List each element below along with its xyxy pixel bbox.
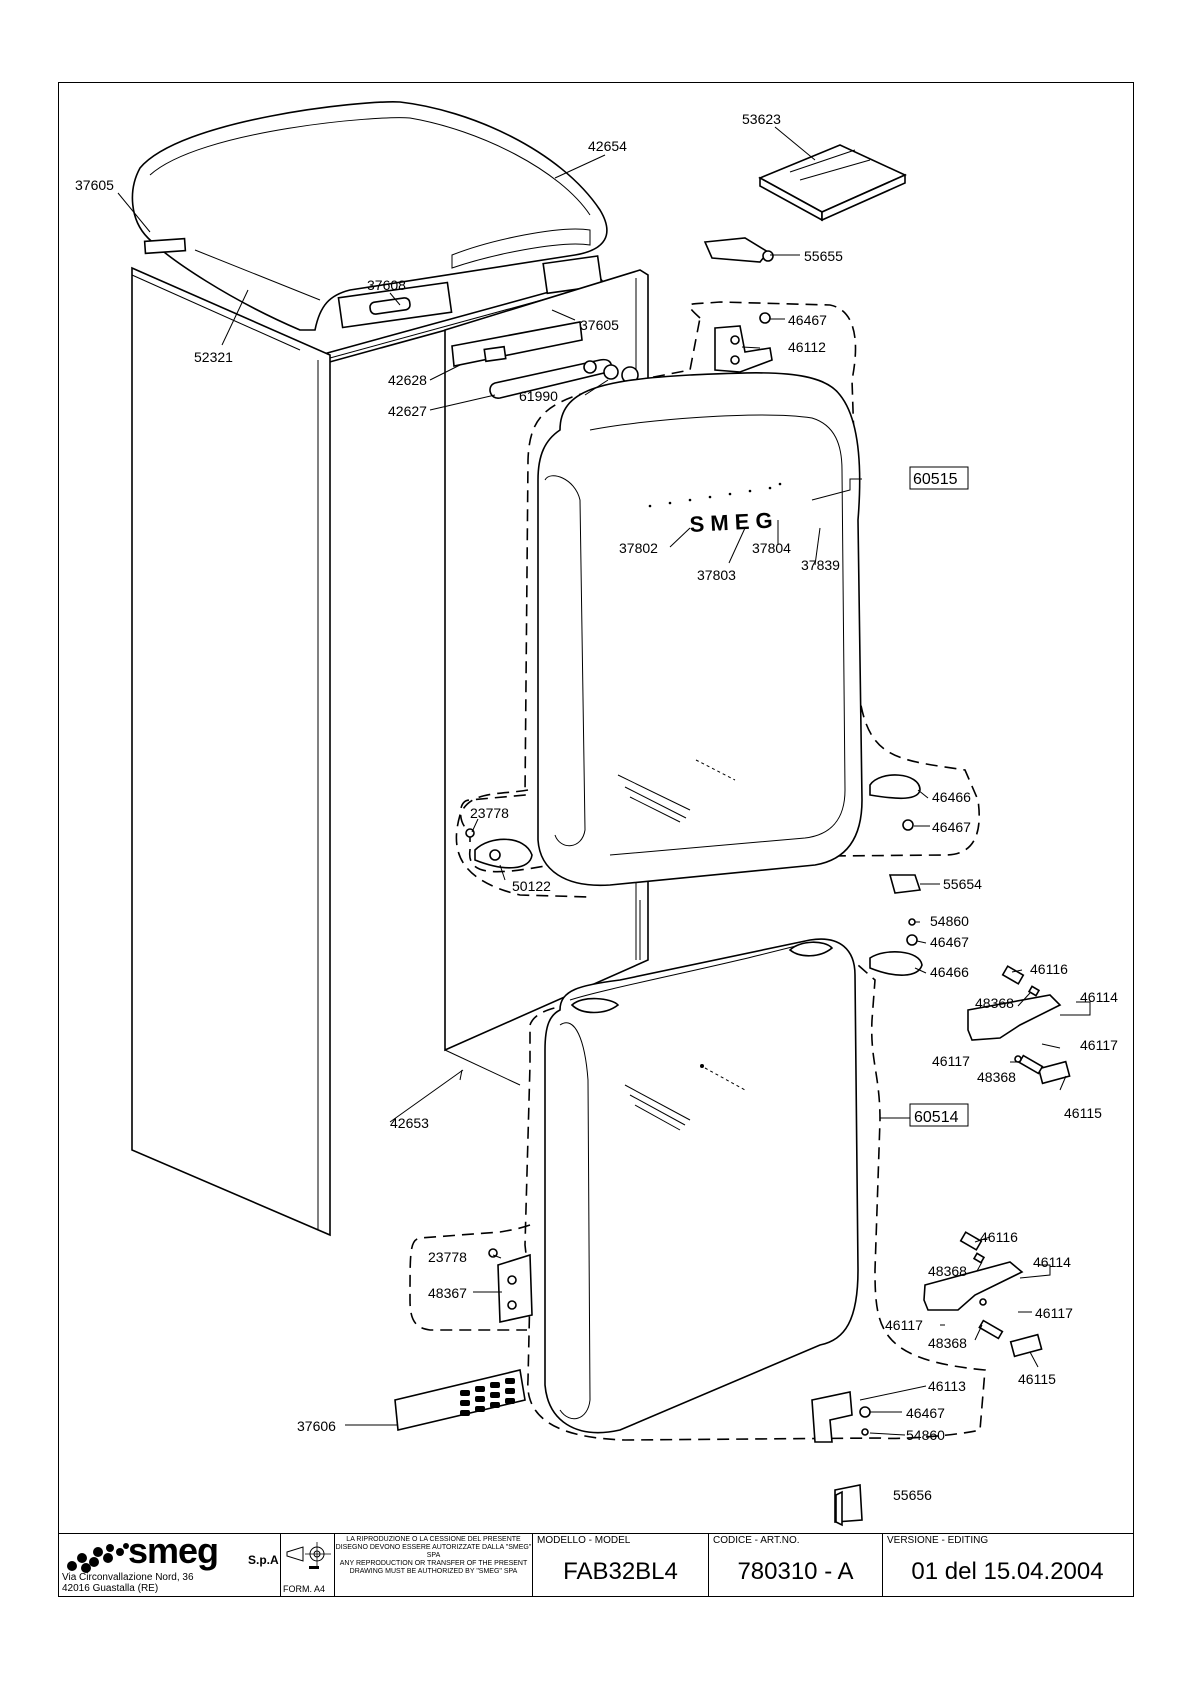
label-37804: 37804 [752, 540, 791, 556]
kit-box-60515 [909, 466, 969, 490]
drawing-frame [58, 82, 1134, 1597]
label-37839: 37839 [801, 557, 840, 573]
label-46467-d: 46467 [906, 1405, 945, 1421]
top-cover [131, 101, 608, 331]
label-kit-60515: 60515 [913, 471, 958, 488]
label-53623: 53623 [742, 111, 781, 127]
label-46117-d: 46117 [885, 1317, 923, 1333]
label-46116-a: 46116 [1030, 961, 1068, 977]
address-line-2: 42016 Guastalla (RE) [62, 1583, 159, 1594]
label-48368-c: 48368 [928, 1263, 967, 1279]
upper-hinge-top [714, 312, 773, 373]
svg-text:S M E G: S M E G [689, 508, 773, 537]
label-55655: 55655 [804, 248, 843, 264]
company-cell: smeg S.p.A Via Circonvallazione Nord, 36… [58, 1530, 280, 1596]
manual-booklet [758, 144, 907, 222]
label-48368-d: 48368 [928, 1335, 967, 1351]
smeg-logo-dots [67, 1543, 129, 1573]
code-value: 780310 - A [737, 1558, 854, 1585]
label-37605-rail: 37605 [580, 317, 619, 333]
company-logo-text: smeg [128, 1530, 219, 1571]
part-labels: 53623 42654 37605 55655 37608 46467 4611… [75, 111, 1118, 1503]
title-block: smeg S.p.A Via Circonvallazione Nord, 36… [58, 1530, 1134, 1597]
model-value: FAB32BL4 [563, 1558, 678, 1585]
side-panel [131, 266, 331, 1237]
label-37802: 37802 [619, 540, 658, 556]
control-panel [451, 321, 639, 399]
label-54860-a: 54860 [930, 913, 969, 929]
lower-left-hinge [409, 1224, 533, 1331]
projection-symbol-icon [286, 1542, 331, 1569]
notice-cell: LA RIPRODUZIONE O LA CESSIONE DEL PRESEN… [334, 1534, 532, 1596]
handle-upper-set [967, 965, 1071, 1085]
label-42627: 42627 [388, 403, 427, 419]
handle-lower-set [923, 1231, 1043, 1358]
label-46117-a: 46117 [1080, 1037, 1118, 1053]
label-46112: 46112 [788, 339, 826, 355]
notice-english: ANY REPRODUCTION OR TRANSFER OF THE PRES… [339, 1560, 528, 1575]
address-line-1: Via Circonvallazione Nord, 36 [62, 1572, 194, 1583]
label-46114-a: 46114 [1080, 989, 1118, 1005]
label-55654: 55654 [943, 876, 982, 892]
label-46467-c: 46467 [930, 934, 969, 950]
label-37606: 37606 [297, 1418, 336, 1434]
label-46116-b: 46116 [980, 1229, 1018, 1245]
label-54860-b: 54860 [906, 1427, 945, 1443]
label-46114-b: 46114 [1033, 1254, 1071, 1270]
upper-hinge-bottom [465, 774, 921, 869]
upper-left-hinge-kit [455, 789, 591, 898]
top-rails [143, 237, 608, 364]
lower-door [524, 938, 986, 1441]
label-61990: 61990 [519, 388, 558, 404]
label-55656: 55656 [893, 1487, 932, 1503]
label-46115-b: 46115 [1018, 1371, 1056, 1387]
form-size: FORM. A4 [283, 1584, 326, 1594]
label-46467-a: 46467 [788, 312, 827, 328]
label-48367: 48367 [428, 1285, 467, 1301]
projection-cell: FORM. A4 [280, 1534, 334, 1596]
version-value: 01 del 15.04.2004 [911, 1558, 1104, 1585]
bracket-55655 [703, 237, 774, 263]
label-46117-c: 46117 [1035, 1305, 1073, 1321]
notice-italian: LA RIPRODUZIONE O LA CESSIONE DEL PRESEN… [335, 1536, 532, 1559]
reproduction-notice: LA RIPRODUZIONE O LA CESSIONE DEL PRESEN… [335, 1536, 532, 1576]
label-50122: 50122 [512, 878, 551, 894]
label-37608: 37608 [367, 277, 406, 293]
label-42653: 42653 [390, 1115, 429, 1131]
label-42654: 42654 [588, 138, 627, 154]
model-cell: MODELLO - MODEL FAB32BL4 [532, 1534, 708, 1596]
label-48368-a: 48368 [975, 995, 1014, 1011]
kick-plate [394, 1369, 526, 1431]
code-cell: CODICE - ART.NO. 780310 - A [708, 1534, 882, 1596]
label-52321: 52321 [194, 349, 233, 365]
label-23778-b: 23778 [428, 1249, 467, 1265]
model-header: MODELLO - MODEL [537, 1535, 631, 1546]
label-46466-a: 46466 [932, 789, 971, 805]
label-42628: 42628 [388, 372, 427, 388]
version-cell: VERSIONE - EDITING 01 del 15.04.2004 [882, 1534, 1132, 1596]
label-23778-a: 23778 [470, 805, 509, 821]
label-48368-b: 48368 [977, 1069, 1016, 1085]
company-suffix: S.p.A [248, 1553, 279, 1567]
kit-box-60514 [909, 1103, 969, 1127]
version-header: VERSIONE - EDITING [887, 1535, 989, 1546]
label-kit-60514: 60514 [914, 1109, 959, 1126]
upper-door: S M E G [459, 301, 980, 887]
label-37605-top: 37605 [75, 177, 114, 193]
label-46117-b: 46117 [932, 1053, 970, 1069]
label-46115-a: 46115 [1064, 1105, 1102, 1121]
label-46467-b: 46467 [932, 819, 971, 835]
label-46466-b: 46466 [930, 964, 969, 980]
label-46113: 46113 [928, 1378, 966, 1394]
code-header: CODICE - ART.NO. [713, 1535, 800, 1546]
label-37803: 37803 [697, 567, 736, 583]
